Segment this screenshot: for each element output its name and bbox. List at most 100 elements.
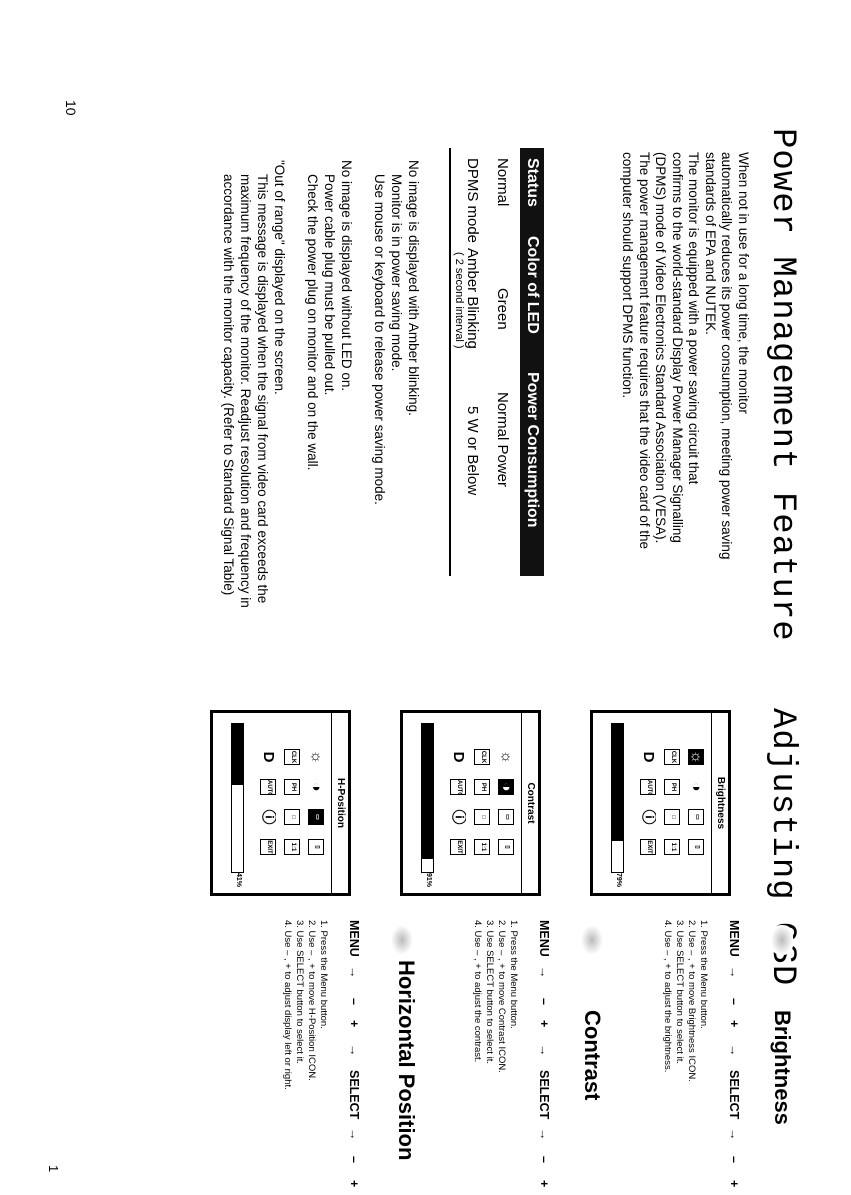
recall-icon[interactable]: 1:1 <box>664 839 680 855</box>
auto-icon[interactable]: AUTO <box>450 779 466 795</box>
arrow-icon: → <box>537 1044 551 1057</box>
osd-level-value: 41% <box>235 873 242 888</box>
exit-icon[interactable]: EXIT <box>640 839 656 855</box>
size-icon[interactable]: □ <box>474 809 490 825</box>
menu-key[interactable]: + <box>537 1180 551 1188</box>
header-status: Status <box>524 158 541 207</box>
intro-line: confirms to the world-standard Display P… <box>670 152 685 543</box>
h-position-icon[interactable]: ▭ <box>498 809 514 825</box>
menu-key[interactable]: – <box>727 998 741 1005</box>
osd-level-bar <box>611 723 624 873</box>
menu-key[interactable]: + <box>727 1020 741 1028</box>
brightness-icon[interactable]: ☼ <box>688 749 704 765</box>
note-line: Monitor is in power saving mode. <box>389 174 404 372</box>
menu-key[interactable]: MENU <box>727 920 741 957</box>
recall-icon[interactable]: 1:1 <box>284 839 300 855</box>
auto-icon[interactable]: AUTO <box>260 779 276 795</box>
menu-key[interactable]: SELECT <box>727 1070 741 1120</box>
menu-key[interactable]: + <box>727 1180 741 1188</box>
menu-key[interactable]: SELECT <box>537 1070 551 1120</box>
menu-key[interactable]: + <box>347 1020 361 1028</box>
heading-mark <box>391 925 413 955</box>
phase-icon[interactable]: PH <box>474 779 490 795</box>
menu-key[interactable]: – <box>537 998 551 1005</box>
degauss-icon[interactable]: D <box>260 751 276 763</box>
step-line: 3. Use SELECT button to select it. <box>484 920 495 1064</box>
h-position-icon[interactable]: ▭ <box>308 809 324 825</box>
menu-key[interactable]: – <box>537 1156 551 1163</box>
clock-icon[interactable]: CLK <box>284 749 300 765</box>
step-line: 2. Use – , + to move Contrast ICON. <box>496 920 507 1073</box>
cell-led: Amber Blinking <box>464 248 481 349</box>
osd-level-fill <box>232 724 243 785</box>
brightness-icon[interactable]: ☼ <box>308 750 324 764</box>
menu-sequence: MENU→–+→SELECT→–+ <box>725 920 741 1190</box>
degauss-icon[interactable]: D <box>640 751 656 763</box>
h-position-icon[interactable]: ▭ <box>688 809 704 825</box>
cell-power: Normal Power <box>494 392 511 488</box>
menu-key[interactable]: + <box>537 1020 551 1028</box>
step-line: 4. Use – , + to adjust the contrast. <box>472 920 483 1063</box>
osd-level-value: 91% <box>425 873 432 888</box>
step-line: 4. Use – , + to adjust the brightness. <box>662 920 673 1073</box>
power-management-title: Power Management Feature <box>763 128 801 642</box>
size-icon[interactable]: □ <box>664 809 680 825</box>
step-line: 2. Use – , + to move H-Position ICON. <box>306 920 317 1081</box>
info-icon[interactable]: ⓘ <box>260 809 276 825</box>
menu-key[interactable]: – <box>727 1156 741 1163</box>
contrast-icon[interactable]: ◑ <box>308 782 324 792</box>
menu-key[interactable]: – <box>347 1156 361 1163</box>
section-heading-1: Contrast <box>580 1010 605 1101</box>
contrast-icon[interactable]: ◑ <box>688 782 704 792</box>
phase-icon[interactable]: PH <box>664 779 680 795</box>
note-line: This message is displayed when the signa… <box>255 174 270 604</box>
menu-key[interactable]: MENU <box>537 920 551 957</box>
arrow-icon: → <box>537 1128 551 1141</box>
page-number: 10 <box>63 100 79 116</box>
v-position-icon[interactable]: ▯ <box>498 839 514 855</box>
info-icon[interactable]: ⓘ <box>450 809 466 825</box>
size-icon[interactable]: □ <box>284 809 300 825</box>
heading-mark <box>771 925 793 955</box>
intro-line: The power management feature requires th… <box>637 152 652 549</box>
intro-line: When not in use for a long time, the mon… <box>736 152 751 414</box>
phase-icon[interactable]: PH <box>284 779 300 795</box>
menu-key[interactable]: SELECT <box>347 1070 361 1120</box>
osd-level-bar <box>421 723 434 873</box>
recall-icon[interactable]: 1:1 <box>474 839 490 855</box>
menu-key[interactable]: + <box>347 1180 361 1188</box>
arrow-icon: → <box>727 966 741 979</box>
clock-icon[interactable]: CLK <box>474 749 490 765</box>
degauss-icon[interactable]: D <box>450 751 466 763</box>
cell-status: DPMS mode <box>464 158 481 244</box>
intro-line: computer should support DPMS function. <box>620 152 636 399</box>
menu-key[interactable]: MENU <box>347 920 361 957</box>
step-line: 1. Press the Menu button. <box>508 920 519 1029</box>
v-position-icon[interactable]: ▯ <box>688 839 704 855</box>
note-line: No image is displayed with Amber blinkin… <box>406 160 421 416</box>
exit-icon[interactable]: EXIT <box>260 839 276 855</box>
menu-key[interactable]: – <box>347 998 361 1005</box>
intro-paragraph: When not in use for a long time, the mon… <box>619 152 752 560</box>
osd-level-value: 79% <box>615 873 622 888</box>
exit-icon[interactable]: EXIT <box>450 839 466 855</box>
auto-icon[interactable]: AUTO <box>640 779 656 795</box>
note-line: Power cable plug must be pulled out. <box>322 174 337 396</box>
note-line: No image is displayed without LED on. <box>339 160 354 392</box>
arrow-icon: → <box>347 1128 361 1141</box>
header-led: Color of LED <box>524 236 541 334</box>
arrow-icon: → <box>727 1044 741 1057</box>
menu-sequence: MENU→–+→SELECT→–+ <box>535 920 551 1190</box>
clock-icon[interactable]: CLK <box>664 749 680 765</box>
step-line: 2. Use – , + to move Brightness ICON. <box>686 920 697 1082</box>
v-position-icon[interactable]: ▯ <box>308 839 324 855</box>
intro-line: automatically reduces its power consumpt… <box>719 152 735 560</box>
cell-status: Normal <box>494 158 511 207</box>
step-line: 1. Press the Menu button. <box>318 920 329 1029</box>
note-line: "Out of range" displayed on the screen. <box>272 160 287 395</box>
info-icon[interactable]: ⓘ <box>640 809 656 825</box>
contrast-icon[interactable]: ◑ <box>498 779 514 795</box>
brightness-icon[interactable]: ☼ <box>498 750 514 764</box>
